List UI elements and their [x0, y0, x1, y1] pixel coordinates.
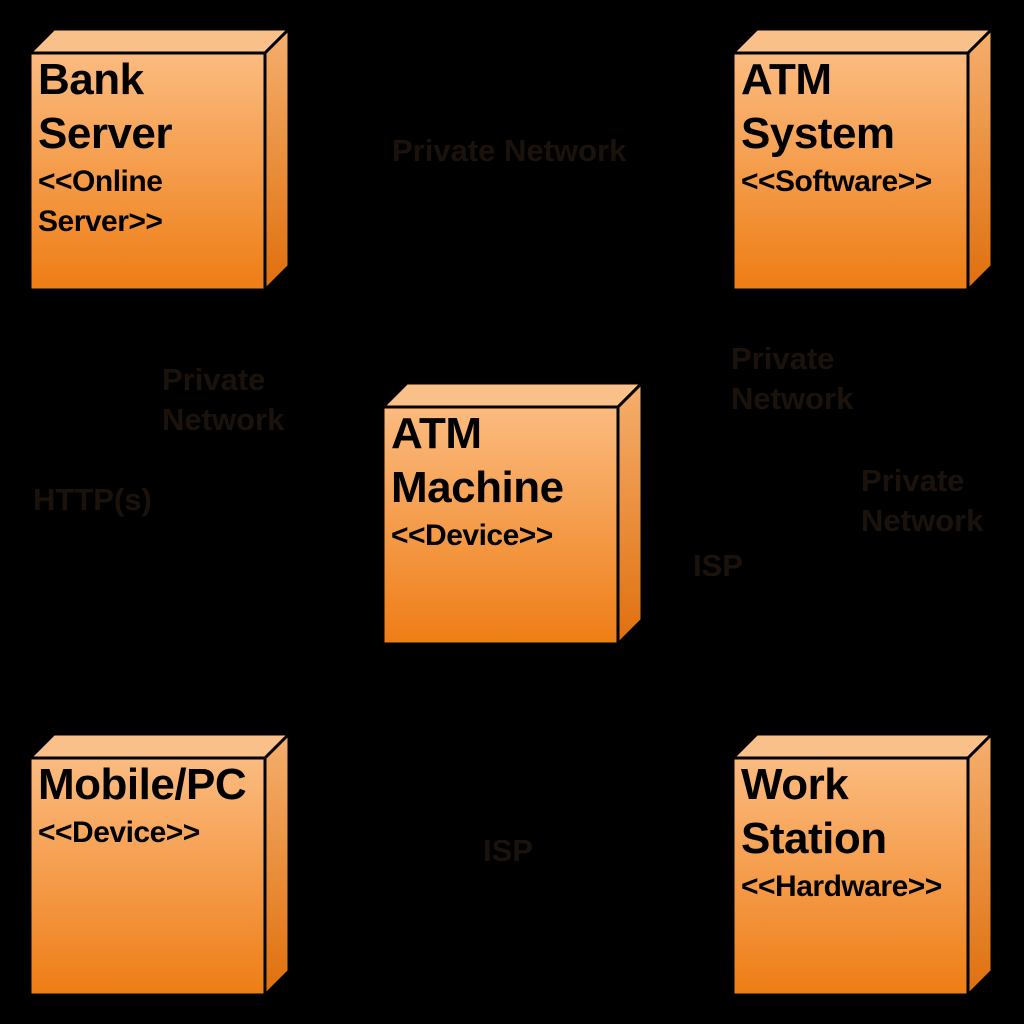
cube-3d-box [381, 381, 644, 646]
cube-3d-box [731, 27, 994, 292]
edge-label-line: Private [162, 362, 266, 397]
edge-label-line: ISP [483, 833, 533, 868]
node-atm-machine: ATM Machine <<Device>> [381, 381, 644, 647]
cube-3d-box [28, 732, 291, 997]
edge-label-private-network-top: Private Network [392, 131, 626, 171]
node-title-line: Machine [391, 463, 564, 512]
node-title-line: ATM [741, 55, 832, 104]
node-bank-server: Bank Server <<Online Server>> [28, 27, 291, 293]
edge-label-line: Network [162, 402, 285, 437]
cube-3d-box [731, 732, 994, 997]
node-title-line: System [741, 109, 895, 158]
edge-label-line: Network [731, 381, 854, 416]
edge-label-line: Network [861, 503, 984, 538]
edge-label-isp-right: ISP [693, 546, 743, 586]
node-stereotype-line: <<Device>> [391, 519, 553, 552]
edge-label-line: Private Network [392, 133, 627, 168]
edge-label-http-s: HTTP(s) [33, 480, 152, 520]
edge-label-line: Private [731, 341, 835, 376]
node-stereotype-line: <<Software>> [741, 165, 932, 198]
node-text-work-station: Work Station <<Hardware>> [741, 758, 966, 906]
edge-bank-server-atm-machine [149, 290, 384, 482]
node-stereotype-line: <<Device>> [38, 816, 200, 849]
node-title-line: ATM [391, 409, 482, 458]
edge-label-line: Private [861, 463, 965, 498]
node-work-station: Work Station <<Hardware>> [731, 732, 994, 998]
node-stereotype-line: <<Hardware>> [741, 870, 942, 903]
node-title-line: Mobile/PC [38, 760, 247, 809]
edge-atm-system-atm-machine [639, 290, 851, 472]
cube-3d-box [28, 27, 291, 292]
node-stereotype-line: <<Online [38, 165, 163, 198]
node-title-line: Work [741, 760, 849, 809]
edge-label-line: ISP [693, 548, 743, 583]
node-text-mobile-pc: Mobile/PC <<Device>> [38, 758, 263, 852]
edge-label-private-network-left: Private Network [162, 360, 284, 440]
edge-label-isp-bottom: ISP [483, 831, 533, 871]
node-stereotype-line: Server>> [38, 205, 163, 238]
node-atm-system: ATM System <<Software>> [731, 27, 994, 293]
edge-atm-machine-work-station [638, 558, 852, 760]
node-title-line: Bank [38, 55, 144, 104]
edge-label-line: HTTP(s) [33, 482, 152, 517]
node-text-atm-system: ATM System <<Software>> [741, 53, 966, 201]
node-title-line: Station [741, 814, 887, 863]
edge-label-private-network-right-lower: Private Network [861, 461, 983, 541]
node-text-bank-server: Bank Server <<Online Server>> [38, 53, 263, 241]
node-mobile-pc: Mobile/PC <<Device>> [28, 732, 291, 998]
node-title-line: Server [38, 109, 173, 158]
edge-label-private-network-right-upper: Private Network [731, 339, 853, 419]
node-text-atm-machine: ATM Machine <<Device>> [391, 407, 616, 555]
